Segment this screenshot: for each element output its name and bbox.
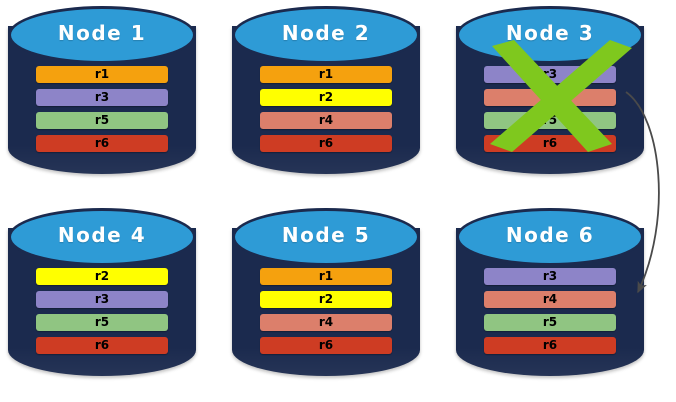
replica-bar[interactable]: r2	[260, 89, 392, 106]
replica-bar[interactable]: r4	[260, 314, 392, 331]
replica-bar[interactable]: r4	[260, 112, 392, 129]
replica-bar[interactable]: r5	[484, 112, 616, 129]
replica-list: r3 r4 r5 r6	[456, 62, 644, 158]
replica-bar[interactable]: r3	[484, 268, 616, 285]
replica-bar[interactable]: r6	[260, 135, 392, 152]
replica-bar[interactable]: r5	[36, 112, 168, 129]
replica-list: r2 r3 r5 r6	[8, 264, 196, 360]
replica-bar[interactable]: r3	[36, 89, 168, 106]
replica-bar[interactable]: r6	[484, 337, 616, 354]
replica-bar[interactable]: r5	[36, 314, 168, 331]
replica-bar[interactable]: r1	[260, 66, 392, 83]
node-4[interactable]: Node 4 r2 r3 r5 r6	[4, 206, 200, 386]
replica-bar[interactable]: r1	[260, 268, 392, 285]
cylinder-top	[8, 208, 196, 266]
node-5[interactable]: Node 5 r1 r2 r4 r6	[228, 206, 424, 386]
replica-list: r1 r2 r4 r6	[232, 264, 420, 360]
replica-bar[interactable]: r1	[36, 66, 168, 83]
node-2[interactable]: Node 2 r1 r2 r4 r6	[228, 4, 424, 184]
replica-bar[interactable]: r6	[484, 135, 616, 152]
replica-bar[interactable]: r4	[484, 89, 616, 106]
node-6[interactable]: Node 6 r3 r4 r5 r6	[452, 206, 648, 386]
replica-list: r1 r2 r4 r6	[232, 62, 420, 158]
replica-list: r3 r4 r5 r6	[456, 264, 644, 360]
replica-bar[interactable]: r3	[36, 291, 168, 308]
cylinder-top	[232, 208, 420, 266]
replica-list: r1 r3 r5 r6	[8, 62, 196, 158]
replica-bar[interactable]: r4	[484, 291, 616, 308]
replica-bar[interactable]: r6	[260, 337, 392, 354]
replica-bar[interactable]: r6	[36, 337, 168, 354]
replica-bar[interactable]: r2	[260, 291, 392, 308]
replica-bar[interactable]: r3	[484, 66, 616, 83]
cylinder-top	[456, 6, 644, 64]
replica-bar[interactable]: r6	[36, 135, 168, 152]
cylinder-top	[8, 6, 196, 64]
cylinder-top	[456, 208, 644, 266]
replica-bar[interactable]: r2	[36, 268, 168, 285]
node-3[interactable]: Node 3 r3 r4 r5 r6	[452, 4, 648, 184]
replica-bar[interactable]: r5	[484, 314, 616, 331]
node-1[interactable]: Node 1 r1 r3 r5 r6	[4, 4, 200, 184]
cylinder-top	[232, 6, 420, 64]
